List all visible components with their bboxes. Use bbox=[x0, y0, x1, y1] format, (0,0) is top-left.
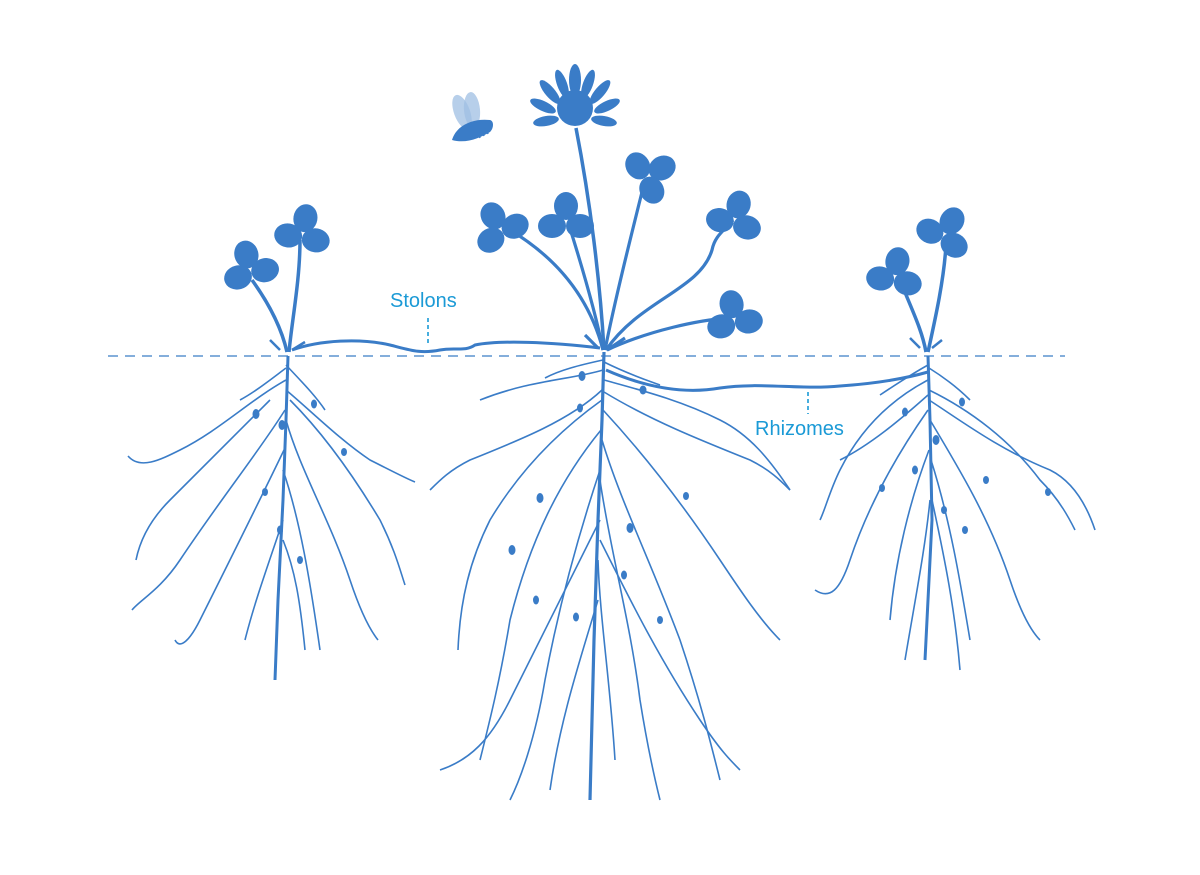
rhizome bbox=[605, 368, 929, 392]
clover-flower bbox=[530, 64, 620, 127]
stolons-label: Stolons bbox=[390, 290, 457, 312]
bee-icon bbox=[452, 92, 493, 142]
stolon bbox=[291, 339, 601, 354]
rhizomes-label: Rhizomes bbox=[755, 418, 844, 440]
plant-left bbox=[127, 199, 416, 681]
plant-center bbox=[429, 64, 791, 801]
plant-right bbox=[814, 194, 1096, 671]
